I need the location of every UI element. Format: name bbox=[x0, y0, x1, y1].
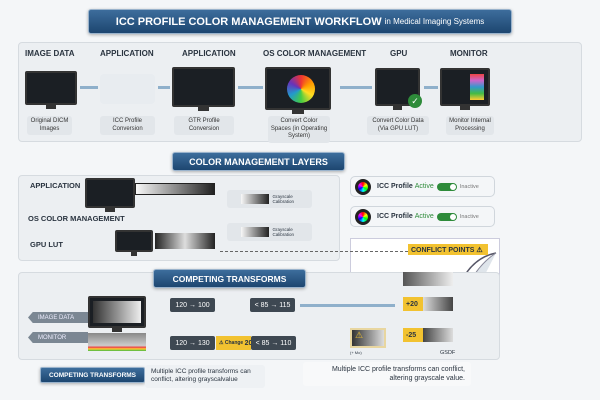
inactive-label: Inactive bbox=[459, 213, 479, 220]
layer-os: OS COLOR MANAGEMENT bbox=[28, 214, 125, 223]
transform-box: < 85 → 115 bbox=[250, 298, 295, 312]
footer-right-note: Multiple ICC profile transforms can conf… bbox=[303, 362, 471, 387]
icc-label: ICC Profile bbox=[377, 183, 413, 190]
footer-badge: COMPETING TRANSFORMS bbox=[40, 367, 145, 383]
grayscale-strip bbox=[135, 183, 215, 195]
inactive-label: Inactive bbox=[459, 183, 479, 190]
calibration-label: Grayscale Calibration bbox=[272, 227, 295, 237]
caption: Convert Color Data (Via GPU LUT) bbox=[367, 116, 429, 135]
monitor-gpu: ✓ bbox=[375, 68, 422, 110]
active-label: Active bbox=[414, 183, 434, 190]
layer-gpu-monitor bbox=[115, 230, 153, 256]
layer-gpu-lut: GPU LUT bbox=[30, 240, 63, 249]
monitor-strip bbox=[88, 333, 146, 351]
conflict-points-label: CONFLICT POINTS ⚠ bbox=[408, 244, 488, 255]
profile-toggle[interactable] bbox=[436, 182, 457, 191]
warning-icon: ⚠ bbox=[219, 340, 224, 346]
screen-ramp bbox=[93, 301, 141, 323]
flow-arrow bbox=[238, 86, 263, 89]
profile-toggle[interactable] bbox=[436, 212, 457, 221]
caption: Convert Color Spaces (in Operating Syste… bbox=[268, 116, 330, 143]
stage-label: OS COLOR MANAGEMENT bbox=[263, 49, 367, 58]
ramp-strip bbox=[403, 272, 453, 286]
flow-arrow bbox=[340, 86, 372, 89]
gray-ramp bbox=[241, 227, 269, 237]
flow-arrow bbox=[80, 86, 98, 89]
transform-box: < 85 → 110 bbox=[251, 336, 296, 350]
monitor-display bbox=[440, 68, 490, 110]
conflict-line bbox=[220, 251, 408, 252]
application-graphic bbox=[100, 74, 155, 104]
stage-label: APPLICATION bbox=[182, 49, 236, 58]
caption: Original DICM Images bbox=[27, 116, 72, 135]
stage-label: IMAGE DATA bbox=[25, 49, 75, 58]
title-main: ICC PROFILE COLOR MANAGEMENT WORKFLOW bbox=[115, 15, 382, 28]
icc-profile-row: ICC Profile Active Inactive bbox=[350, 176, 495, 197]
warning-icon: ⚠ bbox=[350, 328, 386, 348]
icc-profile-row: ICC Profile Active Inactive bbox=[350, 206, 495, 227]
calibration-label: Grayscale Calibration bbox=[272, 194, 295, 204]
gray-ramp bbox=[241, 194, 269, 204]
row-label: IMAGE DATA bbox=[28, 312, 88, 323]
icc-label: ICC Profile bbox=[377, 213, 413, 220]
color-wheel-icon bbox=[287, 75, 315, 103]
caption: Monitor Internal Processing bbox=[446, 116, 494, 135]
stage-label: APPLICATION bbox=[100, 49, 154, 58]
flow-arrow bbox=[424, 86, 438, 89]
stage-label: MONITOR bbox=[450, 49, 488, 58]
offset-minus: -25 bbox=[403, 328, 453, 342]
layer-application: APPLICATION bbox=[30, 181, 81, 190]
change-badge: ⚠ Change 20 bbox=[216, 336, 253, 350]
active-label: Active bbox=[414, 213, 434, 220]
gsdf-label: GSDF bbox=[440, 350, 456, 356]
caption: GTR Profile Conversion bbox=[174, 116, 234, 135]
competing-banner: COMPETING TRANSFORMS bbox=[153, 269, 306, 288]
title-banner: ICC PROFILE COLOR MANAGEMENT WORKFLOW in… bbox=[88, 9, 512, 34]
transform-box: 120 → 130 bbox=[170, 336, 215, 350]
change-label: Change bbox=[224, 340, 244, 346]
caption: ICC Profile Conversion bbox=[100, 116, 155, 135]
gpu-lut-strip bbox=[155, 233, 215, 249]
change-value: 20 bbox=[244, 339, 253, 347]
layers-banner: COLOR MANAGEMENT LAYERS bbox=[172, 152, 345, 171]
footer-left-note: Multiple ICC profile transforms can conf… bbox=[145, 365, 265, 388]
color-bars bbox=[470, 74, 484, 100]
calibration-box: Grayscale Calibration bbox=[227, 190, 312, 208]
calibration-box: Grayscale Calibration bbox=[227, 223, 312, 241]
flow-arrow bbox=[158, 86, 170, 89]
title-sub: in Medical Imaging Systems bbox=[384, 17, 485, 26]
layer-app-monitor bbox=[85, 178, 135, 212]
color-wheel-icon bbox=[355, 178, 371, 195]
stage-label: GPU bbox=[390, 49, 408, 58]
check-icon: ✓ bbox=[408, 94, 422, 108]
small-note: (+ Mo) bbox=[350, 350, 362, 355]
monitor-os bbox=[265, 67, 331, 114]
transform-box: 120 → 100 bbox=[170, 298, 215, 312]
row-label: MONITOR bbox=[28, 332, 88, 343]
monitor-original bbox=[25, 71, 77, 109]
offset-plus: +20 bbox=[403, 297, 453, 311]
image-monitor bbox=[88, 296, 146, 332]
flow-arrow bbox=[300, 304, 395, 307]
monitor-application bbox=[172, 67, 235, 111]
color-wheel-icon bbox=[355, 208, 371, 225]
